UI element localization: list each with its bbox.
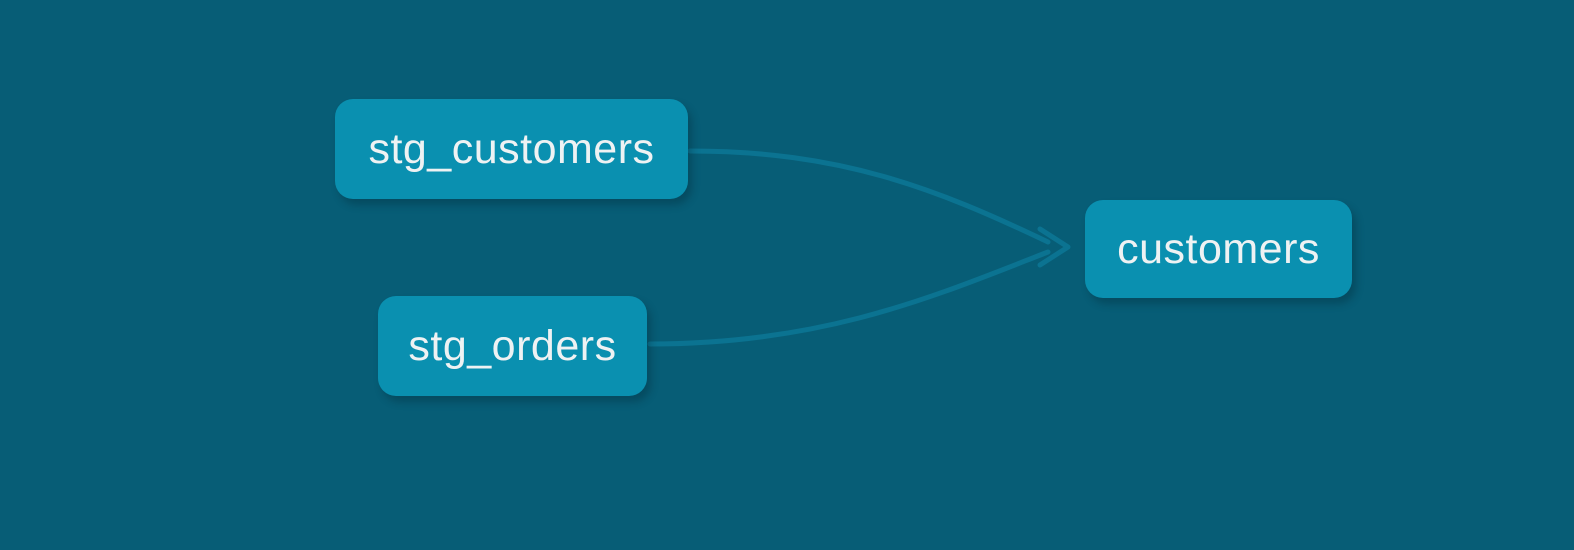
node-stg-customers[interactable]: stg_customers — [335, 99, 688, 199]
edge-stg-orders-to-customers — [647, 249, 1051, 347]
edge-stg-customers-to-customers — [687, 148, 1051, 245]
node-label: customers — [1117, 224, 1320, 273]
node-label: stg_customers — [368, 124, 655, 173]
node-label: stg_orders — [408, 321, 617, 370]
node-customers[interactable]: customers — [1085, 200, 1352, 298]
arrowhead-icon — [1037, 226, 1071, 268]
node-stg-orders[interactable]: stg_orders — [378, 296, 647, 396]
